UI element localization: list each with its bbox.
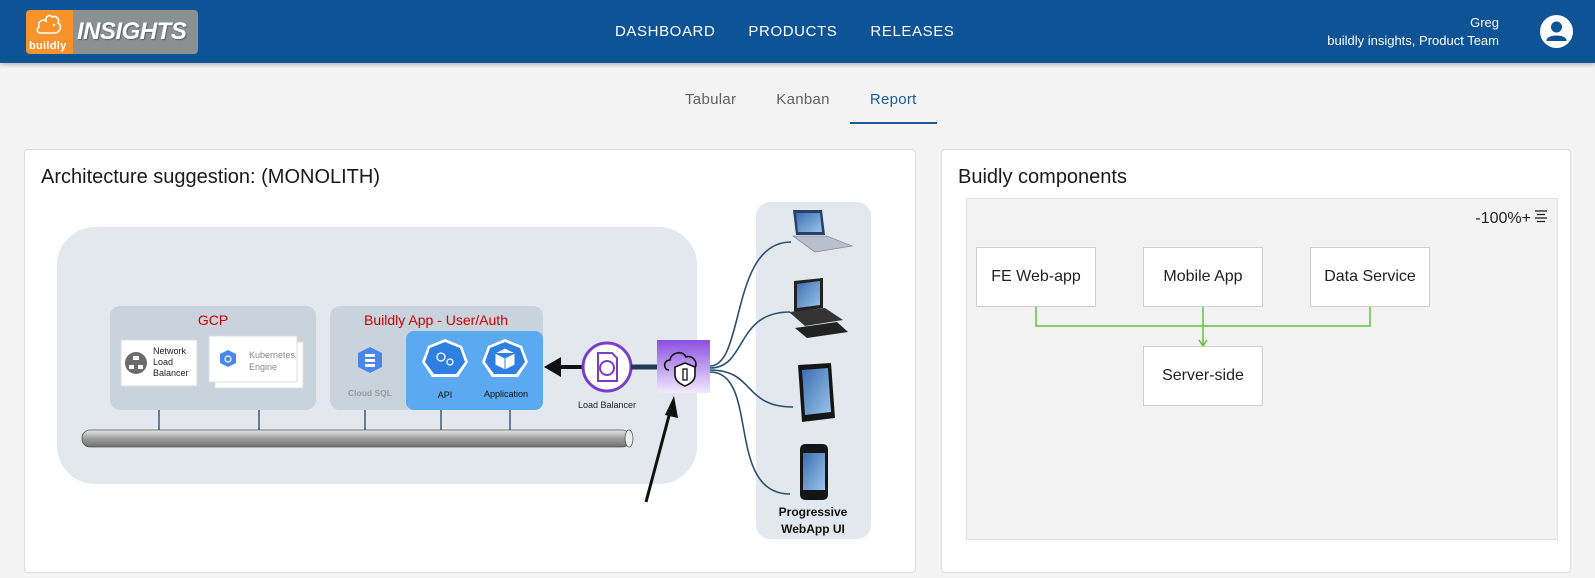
components-panel: Buidly components - 100% + FE Web-app Mo… bbox=[941, 149, 1571, 573]
user-name: Greg bbox=[1470, 15, 1499, 30]
top-navbar: buildly INSIGHTS DASHBOARD PRODUCTS RELE… bbox=[0, 0, 1595, 63]
api-gateway[interactable] bbox=[657, 340, 710, 393]
svg-text:Balancer: Balancer bbox=[153, 368, 189, 378]
logo-text: INSIGHTS bbox=[73, 10, 198, 54]
gcp-group: GCP Network Load Balancer Kubernetes Eng… bbox=[110, 306, 316, 410]
phone-icon bbox=[800, 444, 828, 500]
buildly-rabbit-logo: buildly bbox=[26, 10, 73, 54]
svg-text:Network: Network bbox=[153, 346, 187, 356]
svg-text:Cloud SQL: Cloud SQL bbox=[348, 388, 392, 398]
network-icon bbox=[125, 352, 147, 374]
node-mobile-app[interactable]: Mobile App bbox=[1143, 247, 1263, 307]
zoom-level: 100% bbox=[1480, 209, 1522, 227]
cube-icon bbox=[494, 347, 516, 371]
svg-text:Application: Application bbox=[484, 389, 528, 399]
bus-connectors bbox=[158, 410, 511, 430]
gcp-label: GCP bbox=[198, 312, 228, 328]
load-balancer[interactable]: Load Balancer bbox=[578, 341, 636, 410]
kubernetes-engine[interactable]: Kubernetes Engine bbox=[208, 335, 304, 389]
pwa-label-1: Progressive bbox=[779, 505, 848, 519]
nav-dashboard[interactable]: DASHBOARD bbox=[615, 23, 716, 40]
laptop-icon bbox=[792, 210, 854, 253]
node-server-side[interactable]: Server-side bbox=[1143, 346, 1263, 406]
components-title: Buidly components bbox=[958, 166, 1127, 188]
user-info[interactable]: Greg buildly insights, Product Team bbox=[1327, 14, 1499, 50]
main-nav: DASHBOARD PRODUCTS RELEASES bbox=[615, 0, 987, 63]
buildly-app-label: Buildly App - User/Auth bbox=[364, 312, 508, 328]
kubernetes-icon bbox=[220, 350, 236, 367]
rabbit-icon bbox=[36, 14, 62, 34]
nav-releases[interactable]: RELEASES bbox=[870, 23, 955, 40]
logo-mark-text: buildly bbox=[29, 40, 67, 52]
network-load-balancer[interactable]: Network Load Balancer bbox=[120, 339, 198, 387]
user-org: buildly insights, Product Team bbox=[1327, 33, 1499, 48]
share-doc-icon bbox=[597, 352, 618, 382]
align-center-icon bbox=[1535, 210, 1547, 223]
architecture-title: Architecture suggestion: (MONOLITH) bbox=[41, 166, 380, 188]
tab-kanban[interactable]: Kanban bbox=[776, 91, 830, 108]
node-data-service[interactable]: Data Service bbox=[1310, 247, 1430, 307]
fit-button[interactable] bbox=[1533, 209, 1549, 228]
architecture-diagram: GCP Network Load Balancer Kubernetes Eng… bbox=[57, 202, 871, 539]
application-node[interactable]: Application bbox=[482, 339, 528, 399]
svg-text:API: API bbox=[438, 390, 453, 400]
api-node[interactable]: API bbox=[422, 339, 468, 400]
tab-tabular[interactable]: Tabular bbox=[685, 91, 737, 108]
app-logo[interactable]: buildly INSIGHTS bbox=[26, 10, 198, 54]
arrow-left bbox=[544, 357, 585, 377]
tab-report[interactable]: Report bbox=[849, 85, 937, 124]
svg-text:Load: Load bbox=[153, 357, 173, 367]
tablet-icon bbox=[798, 363, 835, 422]
user-icon bbox=[1546, 21, 1567, 41]
client-connections bbox=[709, 241, 794, 495]
svg-text:Load Balancer: Load Balancer bbox=[578, 400, 636, 410]
components-canvas[interactable]: - 100% + FE Web-app Mobile App Data Serv… bbox=[966, 198, 1558, 540]
view-tabs: Tabular Kanban Report bbox=[665, 85, 937, 124]
desktop-icon bbox=[789, 278, 848, 338]
svg-text:Kubernetes: Kubernetes bbox=[249, 350, 296, 360]
architecture-panel: Architecture suggestion: (MONOLITH) GCP … bbox=[24, 149, 916, 573]
zoom-controls: - 100% + bbox=[1475, 209, 1549, 228]
arrow-inbound bbox=[644, 396, 678, 503]
nav-products[interactable]: PRODUCTS bbox=[748, 23, 838, 40]
svg-text:Engine: Engine bbox=[249, 362, 277, 372]
network-bus-pipe bbox=[81, 429, 634, 448]
zoom-in-button[interactable]: + bbox=[1521, 209, 1531, 227]
cloud-sql[interactable]: Cloud SQL bbox=[348, 347, 392, 398]
avatar[interactable] bbox=[1540, 15, 1573, 48]
pwa-label-2: WebApp UI bbox=[781, 522, 845, 536]
buildly-app-group: Buildly App - User/Auth Cloud SQL API Ap… bbox=[330, 306, 543, 410]
cloud-shield-icon bbox=[663, 351, 697, 371]
node-fe-web-app[interactable]: FE Web-app bbox=[976, 247, 1096, 307]
gears-icon bbox=[436, 352, 446, 362]
zoom-out-button[interactable]: - bbox=[1475, 209, 1481, 227]
